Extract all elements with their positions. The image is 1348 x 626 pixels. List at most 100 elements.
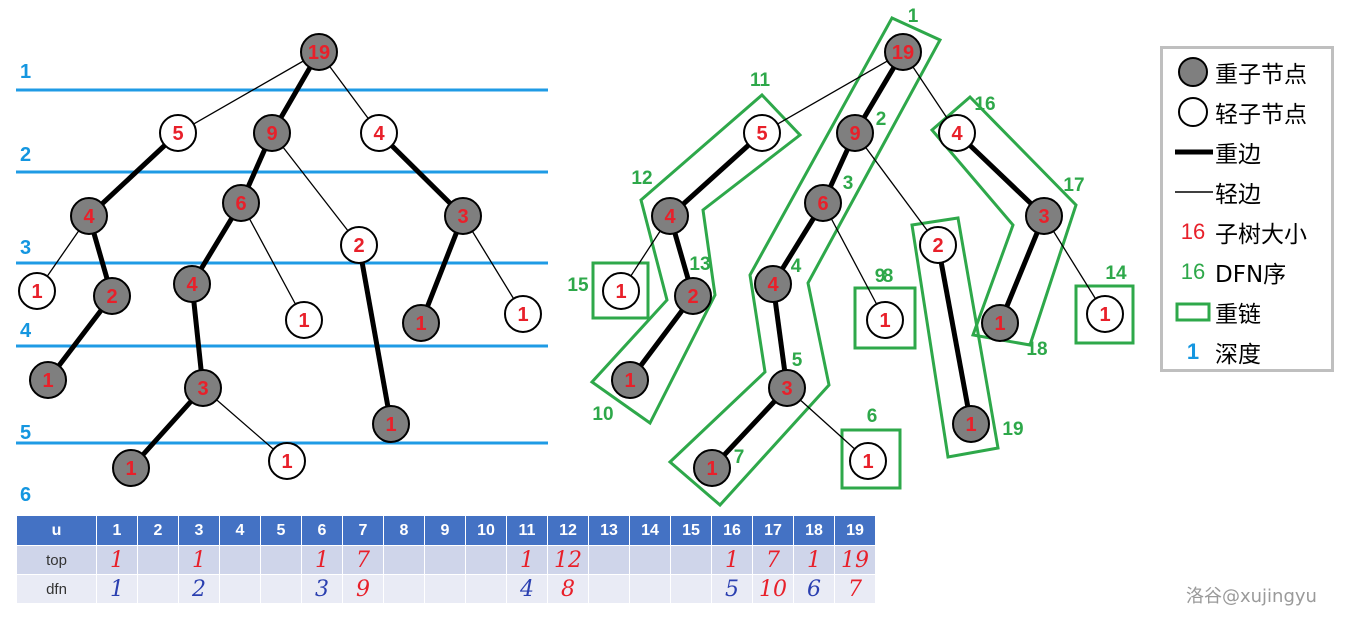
node-value: 3 (1038, 206, 1049, 228)
right-tree-node: 4 (938, 114, 976, 152)
left-tree-edges (36, 50, 524, 470)
table-header-cell: 15 (670, 515, 712, 546)
heavy-node-circle (93, 277, 131, 315)
heavy-node-circle (952, 405, 990, 443)
table-cell: 1 (96, 574, 138, 604)
table-cell-value: 1 (192, 547, 206, 573)
legend-heavy-node-label: 重子节点 (1215, 62, 1307, 88)
node-value: 4 (373, 123, 385, 145)
table-header-cell: 13 (588, 515, 630, 546)
node-value: 1 (281, 451, 292, 473)
right-tree-node: 6 (804, 184, 842, 222)
table-header-cell: 10 (465, 515, 507, 546)
heavy-node-circle (1025, 197, 1063, 235)
node-value: 6 (817, 193, 828, 215)
left-tree-node: 5 (159, 114, 197, 152)
node-value: 2 (687, 286, 698, 308)
heavy-node-circle (836, 114, 874, 152)
table-cell (424, 574, 466, 604)
dfn-label: 2 (876, 109, 887, 130)
node-value: 6 (235, 193, 246, 215)
node-value: 3 (197, 378, 208, 400)
heavy-node-circle (300, 33, 338, 71)
legend-light-edge-label: 轻边 (1215, 182, 1261, 208)
dfn-label: 15 (567, 275, 589, 296)
table-cell: 5 (711, 574, 753, 604)
table-cell-value: 1 (110, 576, 124, 602)
left-tree-node: 2 (340, 226, 378, 264)
left-tree-node: 6 (222, 184, 260, 222)
depth-label: 2 (20, 144, 31, 166)
heavy-chains (589, 16, 1135, 508)
dfn-label: 3 (843, 173, 854, 194)
table-cell: 4 (506, 574, 548, 604)
left-tree-node: 19 (300, 33, 338, 71)
light-node-circle (602, 272, 640, 310)
table-cell (260, 545, 302, 575)
node-value: 1 (42, 370, 53, 392)
dfn-label: 1 (908, 6, 919, 27)
left-tree-node: 1 (285, 301, 323, 339)
table-row-label: top (16, 545, 97, 575)
heavy-chain-outline (1074, 284, 1135, 345)
heavy-edge (997, 215, 1047, 324)
right-tree-node: 19 (884, 33, 922, 71)
legend-heavy-chain: 重链 (1171, 295, 1331, 329)
node-value: 4 (951, 123, 963, 145)
node-value: 1 (624, 370, 635, 392)
dfn-label: 9 (875, 266, 886, 287)
table-header-cell: 17 (752, 515, 794, 546)
node-value: 1 (1099, 304, 1110, 326)
right-tree-node: 1 (1086, 295, 1124, 333)
legend-heavy-chain-label: 重链 (1215, 302, 1261, 328)
legend-subtree-number: 16 (1180, 219, 1206, 244)
left-tree-node: 4 (70, 197, 108, 235)
legend-heavy-edge-label: 重边 (1215, 142, 1261, 168)
table-header-cell: 4 (219, 515, 261, 546)
legend-depth: 1 深度 (1171, 335, 1331, 369)
node-value: 3 (781, 378, 792, 400)
node-value: 1 (965, 414, 976, 436)
heavy-node-circle (981, 304, 1019, 342)
light-node-circle (919, 226, 957, 264)
table-cell: 8 (547, 574, 589, 604)
legend-dfn-label: DFN序 (1215, 262, 1287, 288)
table-cell: 1 (711, 545, 753, 575)
legend-heavy-edge: 重边 (1171, 135, 1331, 169)
heavy-node-circle (70, 197, 108, 235)
light-node-circle (743, 114, 781, 152)
light-node-circle (285, 301, 323, 339)
table-cell: 1 (96, 545, 138, 575)
node-value: 1 (415, 313, 426, 335)
table-cell (137, 574, 179, 604)
light-node-circle (340, 226, 378, 264)
table-cell-value: 10 (759, 576, 787, 602)
table-cell-value: 4 (520, 576, 534, 602)
node-value: 1 (385, 414, 396, 436)
dfn-label: 6 (867, 406, 878, 427)
depth-label: 1 (20, 61, 31, 83)
table-cell (629, 545, 671, 575)
left-tree-node: 1 (18, 272, 56, 310)
node-value: 1 (706, 458, 717, 480)
heavy-node-circle (804, 184, 842, 222)
left-tree-node: 1 (112, 449, 150, 487)
left-tree-node: 2 (93, 277, 131, 315)
table-header-cell: 9 (424, 515, 466, 546)
left-tree-node: 4 (360, 114, 398, 152)
light-node-circle (866, 301, 904, 339)
right-tree-node: 2 (674, 277, 712, 315)
table-cell: 7 (752, 545, 794, 575)
heavy-edge (668, 131, 764, 218)
dfn-label: 16 (974, 94, 995, 115)
table-cell (465, 545, 507, 575)
table-header-cell: 19 (834, 515, 876, 546)
table-cell (670, 574, 712, 604)
dfn-label: 18 (1026, 339, 1047, 360)
heavy-edge (955, 131, 1046, 218)
left-tree-node: 3 (184, 369, 222, 407)
node-value: 1 (125, 458, 136, 480)
node-value: 5 (172, 123, 183, 145)
